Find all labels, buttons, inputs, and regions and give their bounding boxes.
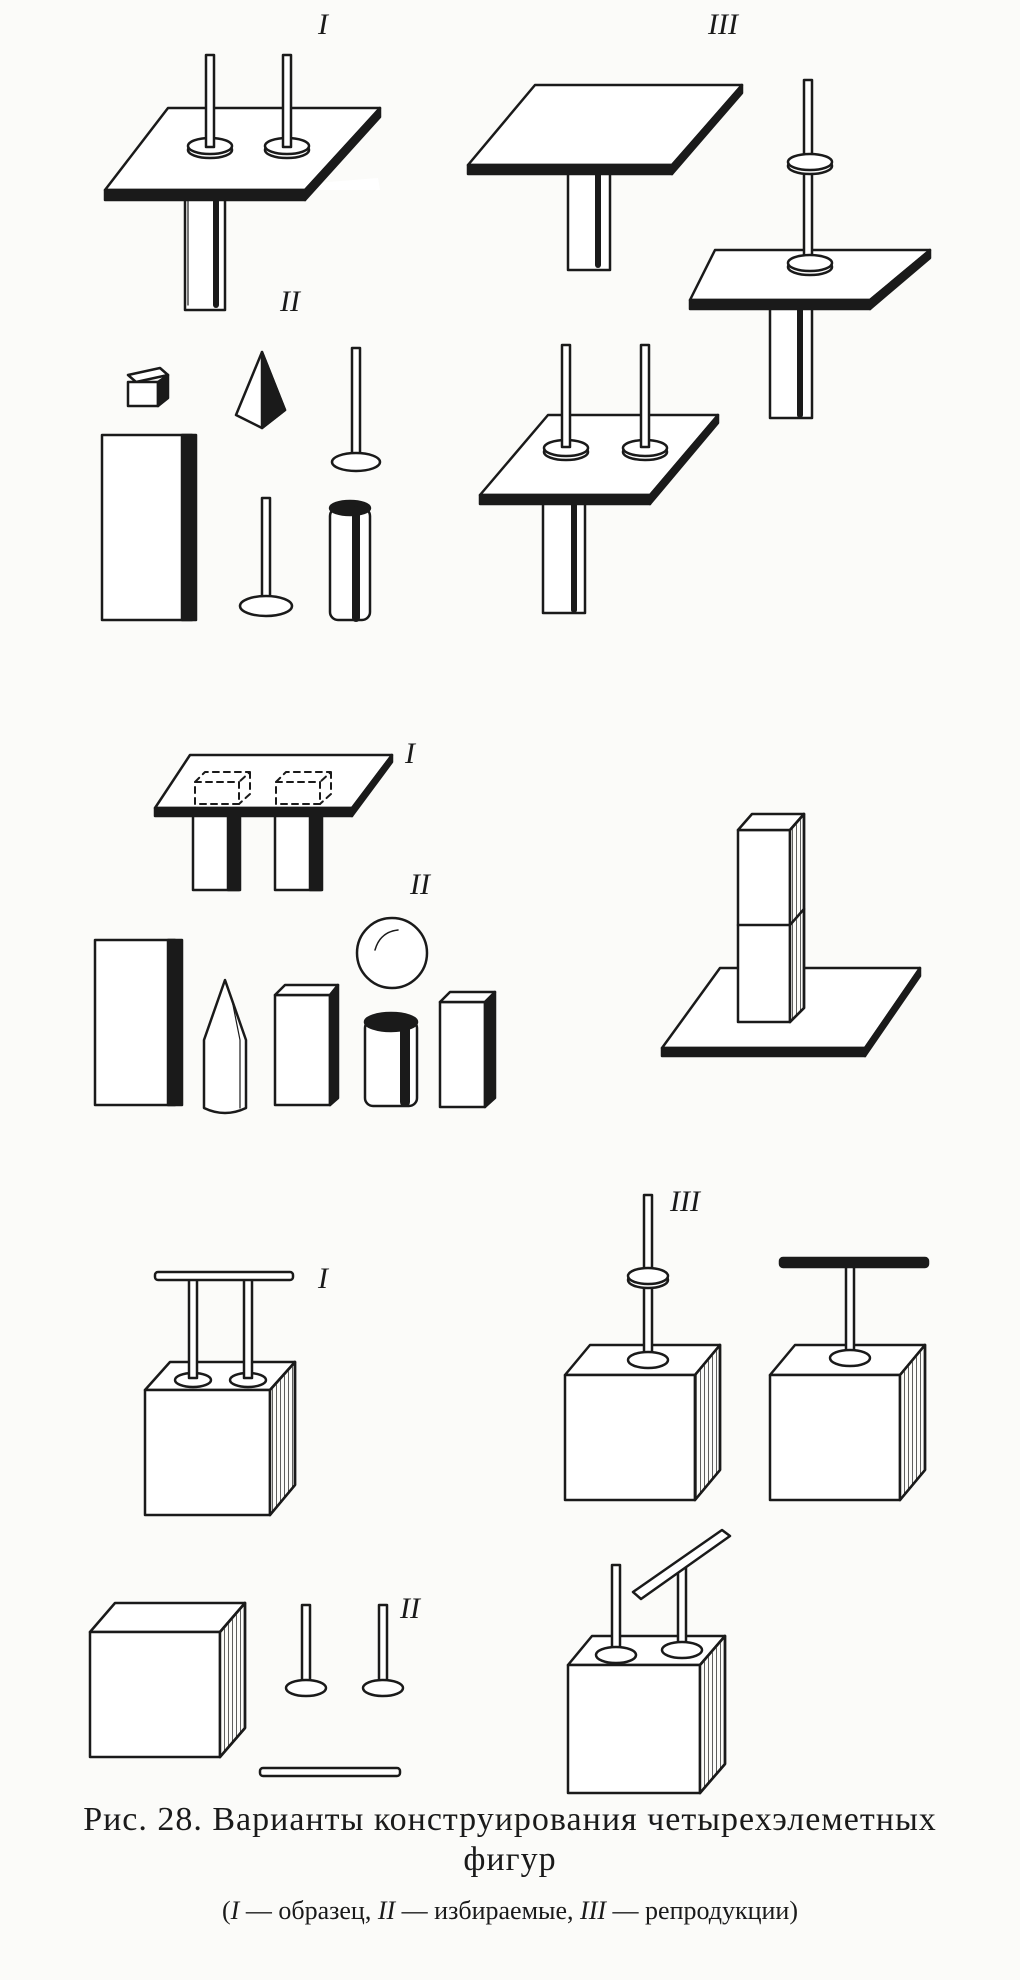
label-group3-choice: II <box>400 1592 420 1625</box>
caption-legend: (I — образец, II — избираемые, III — реп… <box>0 1896 1020 1926</box>
label-group3-sample: I <box>318 1262 328 1295</box>
label-group1-choice: II <box>280 285 300 318</box>
legend-open-paren: ( <box>222 1896 231 1925</box>
group3-choice-items <box>88 1601 405 1778</box>
legend-text-choice: — избираемые, <box>395 1896 581 1925</box>
figure-illustration <box>88 53 932 1795</box>
group2-choice-items <box>93 916 497 1115</box>
legend-mark-choice: II <box>377 1896 396 1925</box>
group1-choice-items <box>100 346 382 622</box>
group1-sample-plate-on-cylinder-two-pegs <box>103 53 382 312</box>
group2-sample-plate-on-two-blocks <box>153 753 394 892</box>
label-group1-reproduction: III <box>708 8 738 41</box>
label-group2-choice: II <box>410 868 430 901</box>
legend-text-reproduction: — репродукции) <box>606 1896 798 1925</box>
group2-reproduction-blocks-on-plate <box>660 812 922 1058</box>
caption-title: Рис. 28. Варианты конструирования четыре… <box>83 1801 937 1838</box>
group3-reproductions <box>563 1193 930 1795</box>
group3-sample-cube-two-pegs-bar <box>143 1270 297 1517</box>
label-group3-reproduction: III <box>670 1185 700 1218</box>
legend-text-sample: — образец, <box>239 1896 378 1925</box>
label-group2-sample: I <box>405 737 415 770</box>
figure-caption: Рис. 28. Варианты конструирования четыре… <box>0 1800 1020 1926</box>
legend-mark-sample: I <box>230 1896 240 1925</box>
label-group1-sample: I <box>318 8 328 41</box>
caption-title-continued: фигур <box>463 1841 557 1878</box>
legend-mark-reproduction: III <box>580 1896 607 1925</box>
group1-reproductions <box>466 78 932 615</box>
